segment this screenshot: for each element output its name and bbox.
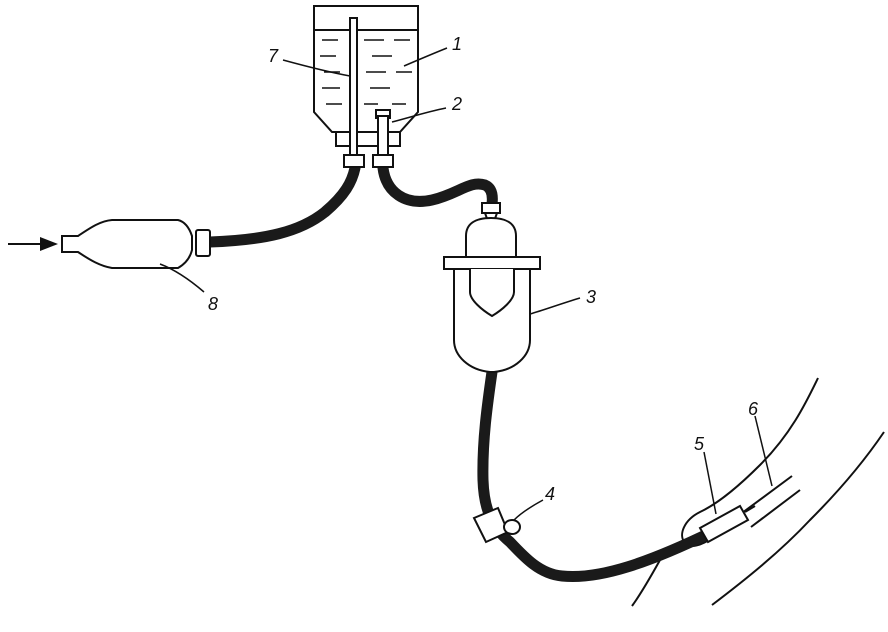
cannula-hub	[698, 504, 750, 544]
infusion-bottle	[313, 5, 419, 147]
label-outlet-tube: 2	[451, 94, 462, 114]
outlet-tube	[372, 109, 394, 168]
leader-line-3	[529, 297, 581, 315]
outlet-tube-connector	[372, 154, 394, 168]
leader-line-7	[282, 59, 351, 77]
outlet-tubing	[377, 162, 498, 210]
vein-line-lower	[750, 489, 801, 528]
vein-line-upper	[741, 475, 793, 514]
drip-chamber	[443, 202, 541, 373]
air-tube-connector	[343, 154, 365, 168]
arm-upper-line-tail	[631, 559, 661, 607]
clamp-wheel	[503, 519, 521, 535]
drip-chamber-top-connector	[481, 202, 501, 214]
arm-lower-contour	[711, 431, 885, 606]
needle-cannula	[698, 504, 756, 544]
label-bottle: 1	[452, 34, 462, 54]
label-drip-chamber: 3	[586, 287, 596, 307]
bottle-stopper	[335, 131, 401, 147]
air-tube-shaft	[349, 17, 358, 157]
leader-line-5	[703, 451, 717, 515]
vein	[741, 475, 801, 528]
bulb-connector	[195, 229, 211, 257]
leader-line-4	[513, 499, 544, 521]
air-supply-tubing	[204, 162, 361, 248]
outlet-tube-shaft	[377, 115, 389, 157]
leader-line-2	[391, 107, 447, 123]
label-vein: 6	[748, 399, 759, 419]
patient-tubing	[477, 366, 718, 583]
rubber-bulb	[61, 219, 211, 269]
label-clamp: 4	[545, 484, 555, 504]
callout-labels: 1 2 3 4 5 6 7 8	[208, 34, 759, 504]
drip-chamber-upper-cap	[465, 216, 517, 259]
roller-clamp	[472, 506, 521, 544]
leader-line-1	[403, 47, 448, 67]
label-bulb: 8	[208, 294, 218, 314]
leader-line-8	[159, 263, 205, 293]
air-tube	[343, 17, 365, 168]
label-air-tube: 7	[268, 46, 279, 66]
drip-chamber-inner-funnel	[469, 269, 515, 318]
cannula-tip	[744, 505, 756, 513]
bulb-body	[61, 219, 193, 269]
drip-chamber-collar	[443, 256, 541, 270]
bottle-body	[313, 5, 419, 133]
label-needle: 5	[694, 434, 705, 454]
leader-lines	[159, 47, 773, 521]
air-inlet-arrow	[8, 237, 58, 251]
leader-line-6	[754, 415, 773, 487]
